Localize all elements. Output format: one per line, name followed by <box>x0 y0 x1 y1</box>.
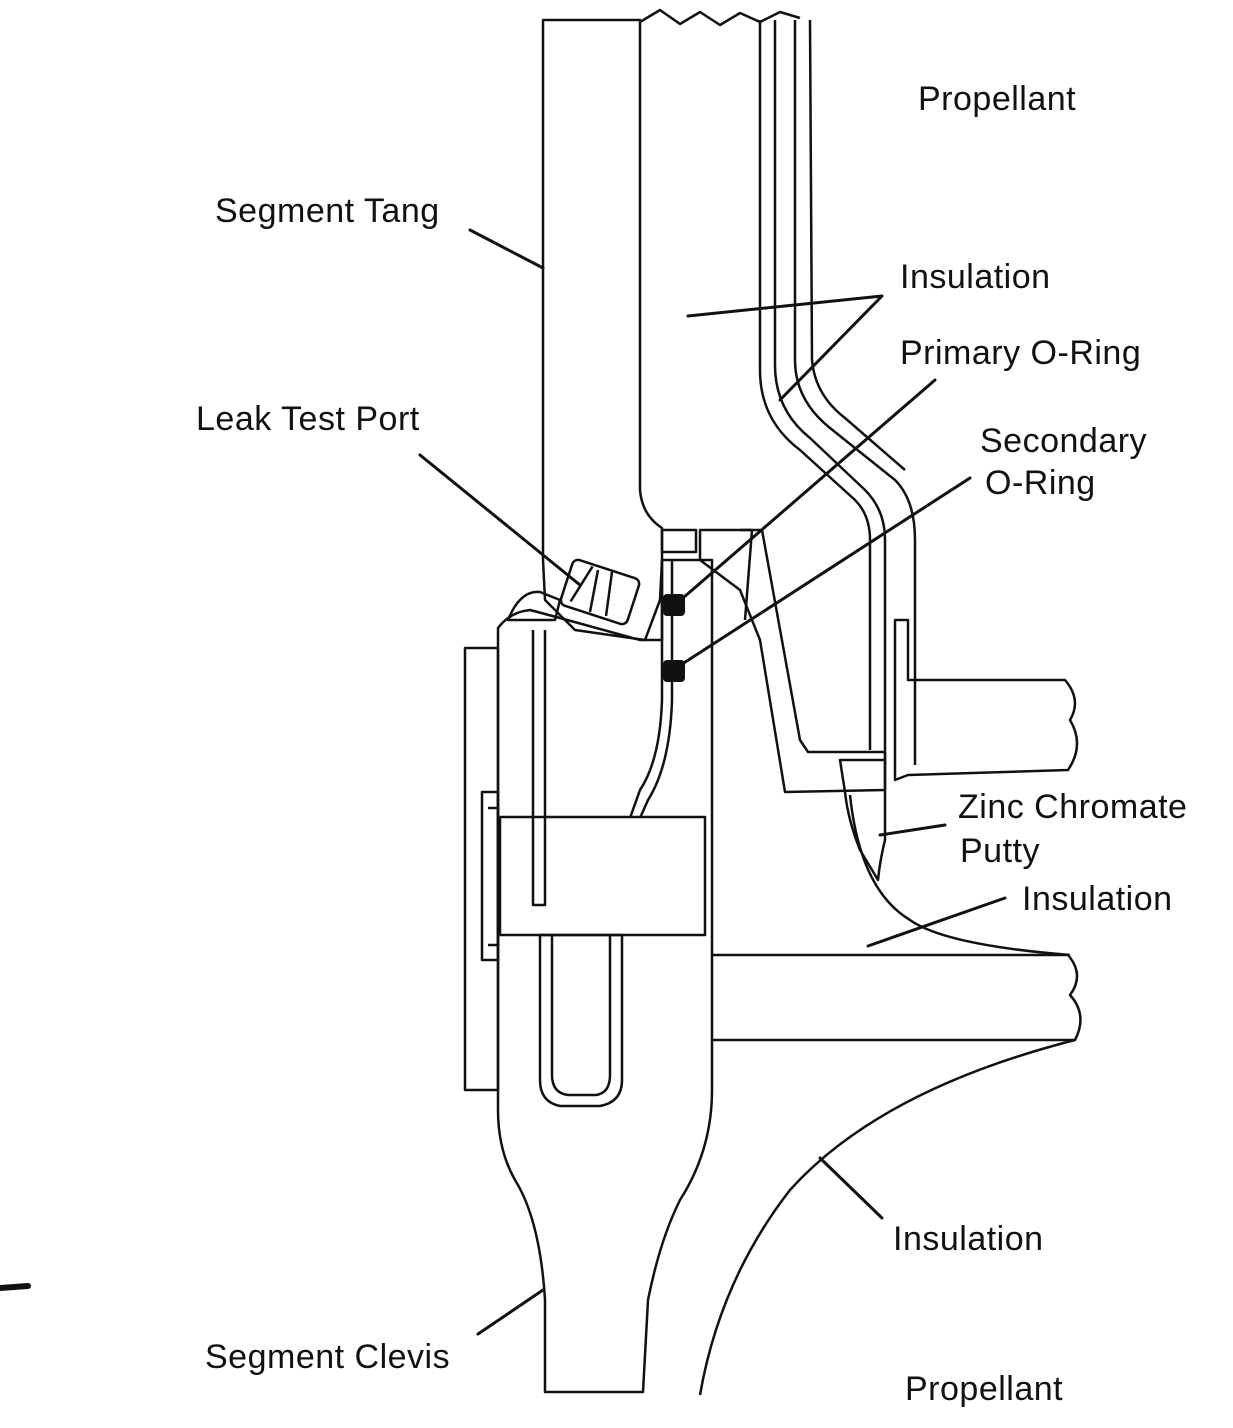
zinc-chromate-putty <box>838 758 887 882</box>
label-primary-o-ring: Primary O-Ring <box>900 334 1141 372</box>
clevis-slot <box>538 933 624 1108</box>
label-zinc-chromate-2: Putty <box>960 832 1040 870</box>
leader-secondary-o-ring <box>674 476 972 670</box>
leader-segment-tang <box>468 228 545 270</box>
leak-test-port-fitting <box>506 558 641 626</box>
leader-leak-test-port <box>418 453 582 587</box>
propellant-boundary <box>698 1038 1076 1396</box>
retaining-plate <box>463 646 500 1092</box>
insulation-liner <box>758 20 872 750</box>
segment-clevis-shape <box>496 558 714 1394</box>
label-insulation-middle: Insulation <box>1022 880 1173 918</box>
leader-primary-o-ring <box>674 378 937 606</box>
segment-tang-shape <box>541 18 664 642</box>
leader-insulation-middle <box>866 896 1007 948</box>
pin-band <box>498 815 707 937</box>
label-zinc-chromate-1: Zinc Chromate <box>958 788 1187 826</box>
right-flange <box>893 618 1079 782</box>
label-segment-clevis: Segment Clevis <box>205 1338 450 1376</box>
label-propellant-bottom: Propellant <box>905 1370 1063 1408</box>
label-segment-tang: Segment Tang <box>215 192 440 230</box>
leader-zinc-chromate <box>878 823 947 837</box>
label-secondary-o-ring-2: O-Ring <box>985 464 1096 502</box>
lower-insulation-slab <box>712 953 1082 1042</box>
label-propellant-top: Propellant <box>918 80 1076 118</box>
label-leak-test-port: Leak Test Port <box>196 400 420 438</box>
label-insulation-upper: Insulation <box>900 258 1051 296</box>
leader-insulation-lower <box>818 1156 884 1220</box>
label-secondary-o-ring-1: Secondary <box>980 422 1147 460</box>
leader-insulation-upper <box>686 294 884 402</box>
label-insulation-lower: Insulation <box>893 1220 1044 1258</box>
insulation-wedge <box>698 528 887 794</box>
leader-segment-clevis <box>476 1288 545 1336</box>
